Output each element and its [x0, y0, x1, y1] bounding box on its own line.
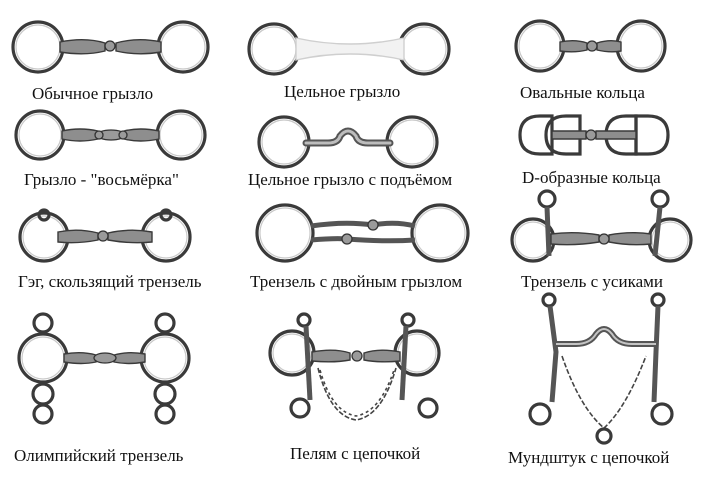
bit-full-cheek: Трензель с усиками: [505, 184, 711, 298]
curb-chain-image: [528, 292, 674, 445]
french-link-image: [14, 109, 207, 161]
caption-plain-snaffle: Обычное грызло: [32, 84, 154, 103]
caption-oval-rings: Овальные кольца: [520, 83, 645, 102]
plain-snaffle-image: [11, 20, 210, 74]
bit-gag-snaffle: Гэг, скользящий трензель: [0, 198, 240, 298]
caption-ported-mouth: Цельное грызло с подъёмом: [248, 170, 453, 189]
caption-full-cheek: Трензель с усиками: [521, 272, 663, 291]
caption-double-mouth: Трензель с двойным грызлом: [250, 272, 463, 291]
pelham-chain-image: [268, 312, 441, 421]
oval-rings-image: [514, 19, 667, 73]
caption-gag-snaffle: Гэг, скользящий трензель: [18, 272, 202, 291]
bit-double-mouth: Трензель с двойным грызлом: [245, 198, 500, 298]
bit-ported-mouth: Цельное грызло с подъёмом: [240, 108, 490, 198]
bit-pelham-chain: Пелям с цепочкой: [260, 308, 480, 484]
d-rings-image: [518, 114, 670, 156]
ported-mouth-image: [257, 115, 439, 169]
gag-snaffle-image: [18, 208, 192, 263]
double-mouth-image: [255, 203, 470, 263]
solid-mouth-image: [247, 22, 451, 76]
bit-french-link: Грызло - "восьмёрка": [0, 108, 230, 198]
caption-curb-chain: Мундштук с цепочкой: [508, 448, 670, 467]
caption-pelham-chain: Пелям с цепочкой: [290, 444, 421, 463]
bit-olympic-snaffle: Олимпийский трензель: [0, 308, 240, 484]
bit-solid-mouth: Цельное грызло: [240, 0, 460, 110]
caption-french-link: Грызло - "восьмёрка": [24, 170, 179, 189]
caption-solid-mouth: Цельное грызло: [284, 82, 401, 101]
bit-plain-snaffle: Обычное грызло: [0, 0, 230, 110]
bit-d-rings: D-образные кольца: [500, 108, 711, 198]
caption-d-rings: D-образные кольца: [522, 168, 661, 187]
bit-oval-rings: Овальные кольца: [500, 0, 711, 110]
bit-curb-chain: Мундштук с цепочкой: [500, 290, 711, 484]
caption-olympic-snaffle: Олимпийский трензель: [14, 446, 184, 465]
olympic-snaffle-image: [17, 312, 191, 425]
full-cheek-image: [510, 189, 693, 263]
